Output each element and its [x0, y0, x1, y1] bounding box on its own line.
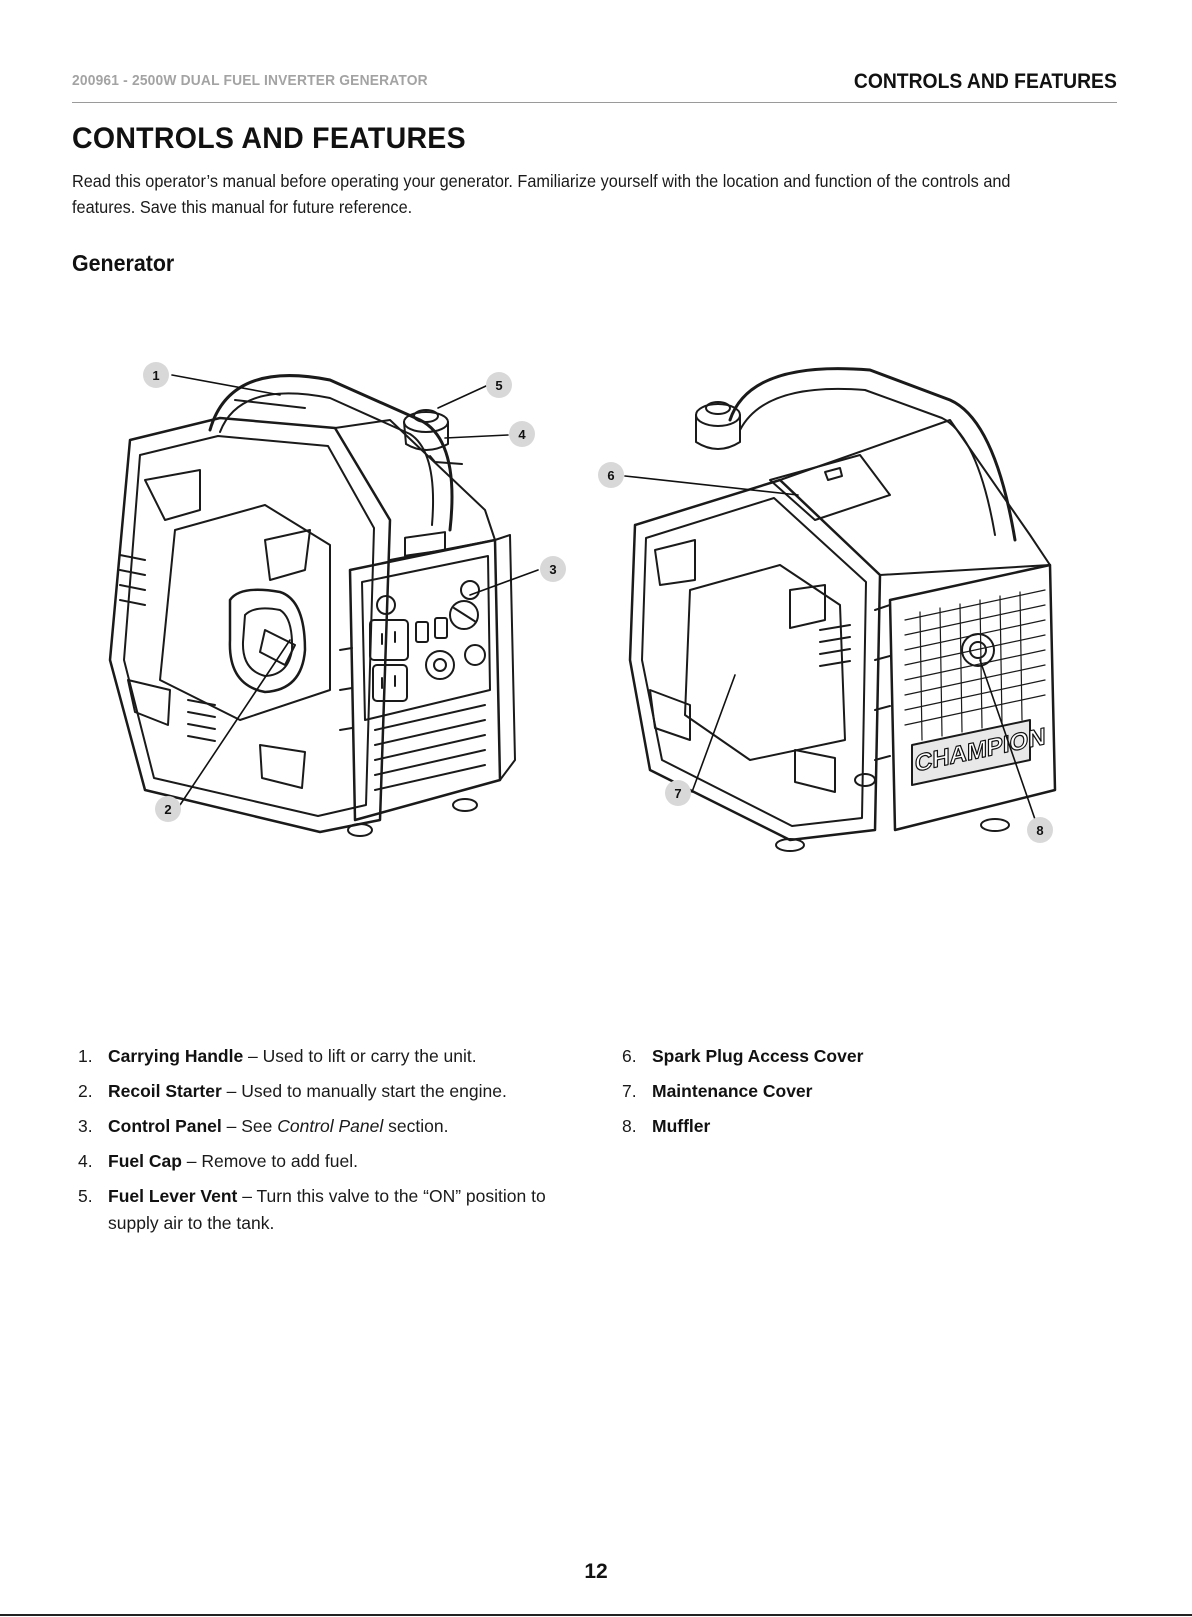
feature-term: Control Panel — [108, 1116, 222, 1136]
list-item: 3.Control Panel – See Control Panel sect… — [78, 1116, 449, 1136]
callout-1: 1 — [143, 362, 169, 388]
svg-text:4: 4 — [518, 427, 526, 442]
intro-paragraph: Read this operator’s manual before opera… — [72, 171, 1011, 217]
list-item: 4.Fuel Cap – Remove to add fuel. — [78, 1151, 358, 1171]
generator-illustration: CHAMPION 1 2 — [90, 360, 1100, 880]
feature-term: Fuel Cap — [108, 1151, 182, 1171]
callout-6: 6 — [598, 462, 624, 488]
callout-8: 8 — [1027, 817, 1053, 843]
list-item: 7.Maintenance Cover — [622, 1081, 813, 1101]
feature-desc: – Turn this valve to the “ON” position t… — [108, 1186, 546, 1233]
header-doc-title: 200961 - 2500W DUAL FUEL INVERTER GENERA… — [72, 72, 428, 89]
feature-desc: – Remove to add fuel. — [181, 1151, 358, 1171]
feature-term: Recoil Starter — [108, 1081, 222, 1101]
callout-3: 3 — [540, 556, 566, 582]
generator-front-view — [108, 374, 516, 837]
svg-text:6: 6 — [607, 468, 614, 483]
feature-term: Fuel Lever Vent — [108, 1186, 238, 1206]
callout-4: 4 — [509, 421, 535, 447]
section-reference: Control Panel — [277, 1116, 384, 1136]
feature-list-left: 1.Carrying Handle – Used to lift or carr… — [78, 1043, 578, 1245]
feature-desc: section. — [383, 1116, 449, 1136]
feature-term: Spark Plug Access Cover — [652, 1046, 864, 1066]
callout-2: 2 — [155, 796, 181, 822]
header-divider — [72, 102, 1117, 103]
feature-list-right: 6.Spark Plug Access Cover 7.Maintenance … — [622, 1043, 1102, 1148]
list-item: 1.Carrying Handle – Used to lift or carr… — [78, 1046, 477, 1066]
section-title: Generator — [72, 250, 175, 276]
generator-rear-view: CHAMPION — [628, 367, 1057, 852]
callout-7: 7 — [665, 780, 691, 806]
list-item: 5.Fuel Lever Vent – Turn this valve to t… — [78, 1186, 546, 1233]
svg-text:5: 5 — [495, 378, 502, 393]
svg-text:3: 3 — [549, 562, 556, 577]
svg-text:7: 7 — [674, 786, 681, 801]
page-title: CONTROLS AND FEATURES — [72, 122, 466, 155]
feature-desc: – Used to manually start the engine. — [221, 1081, 507, 1101]
feature-desc: – See — [221, 1116, 278, 1136]
callout-5: 5 — [486, 372, 512, 398]
svg-text:8: 8 — [1036, 823, 1043, 838]
svg-text:2: 2 — [164, 802, 171, 817]
page-number: 12 — [584, 1560, 608, 1583]
svg-text:1: 1 — [152, 368, 159, 383]
header-section-title: CONTROLS AND FEATURES — [854, 70, 1117, 93]
list-item: 6.Spark Plug Access Cover — [622, 1046, 864, 1066]
feature-term: Carrying Handle — [108, 1046, 244, 1066]
feature-term: Muffler — [652, 1116, 711, 1136]
feature-desc: – Used to lift or carry the unit. — [243, 1046, 477, 1066]
list-item: 8.Muffler — [622, 1116, 711, 1136]
bottom-divider — [0, 1614, 1192, 1616]
list-item: 2.Recoil Starter – Used to manually star… — [78, 1081, 507, 1101]
feature-term: Maintenance Cover — [652, 1081, 813, 1101]
